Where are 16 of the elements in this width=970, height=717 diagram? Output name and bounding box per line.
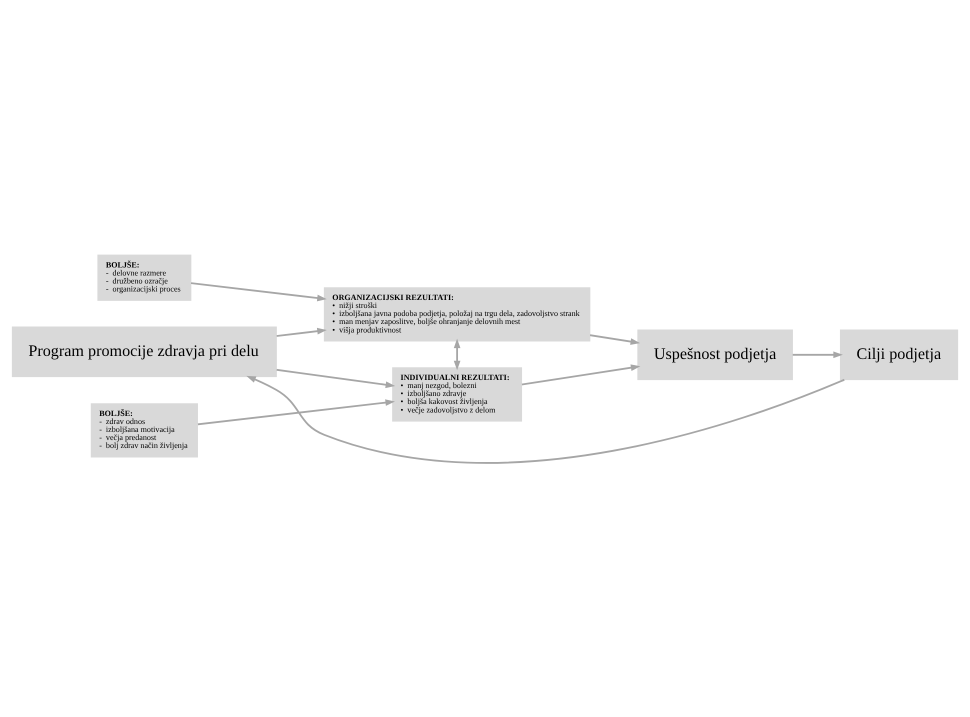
arrow xyxy=(590,334,640,344)
arrow xyxy=(198,398,396,425)
arrow xyxy=(276,368,396,388)
node-box: ORGANIZACIJSKI REZULTATI: • nižji stroški • izboljšana javna podoba podjetja, položaj na trgu dela, zadovoljstvo strank • man menjav zaposlitve, boljše ohranjanje delovnih mest • višja produktivnost xyxy=(324,286,590,342)
node-box: INDIVIDUALNI REZULTATI: • manj nezgod, bolezni • izboljšano zdravje • boljša kakovost življenja • večje zadovoljstvo z delom xyxy=(392,366,522,422)
node-box: Uspešnost podjetja xyxy=(637,328,793,380)
node-box: Program promocije zdravja pri delu xyxy=(12,326,277,377)
node-box: Cilji podjetja xyxy=(840,328,958,380)
arrow xyxy=(276,327,327,336)
arrow xyxy=(522,364,640,385)
node-box: BOLJŠE: - delovne razmere - družbeno ozračje - organizacijski proces xyxy=(97,254,192,300)
arrow xyxy=(246,375,845,464)
node-box: BOLJŠE: - zdrav odnos - izboljšana motivacija - večja predanost - bolj zdrav način življenja xyxy=(90,402,198,458)
arrow xyxy=(190,282,327,301)
arrow xyxy=(454,338,460,370)
arrow xyxy=(792,350,843,358)
